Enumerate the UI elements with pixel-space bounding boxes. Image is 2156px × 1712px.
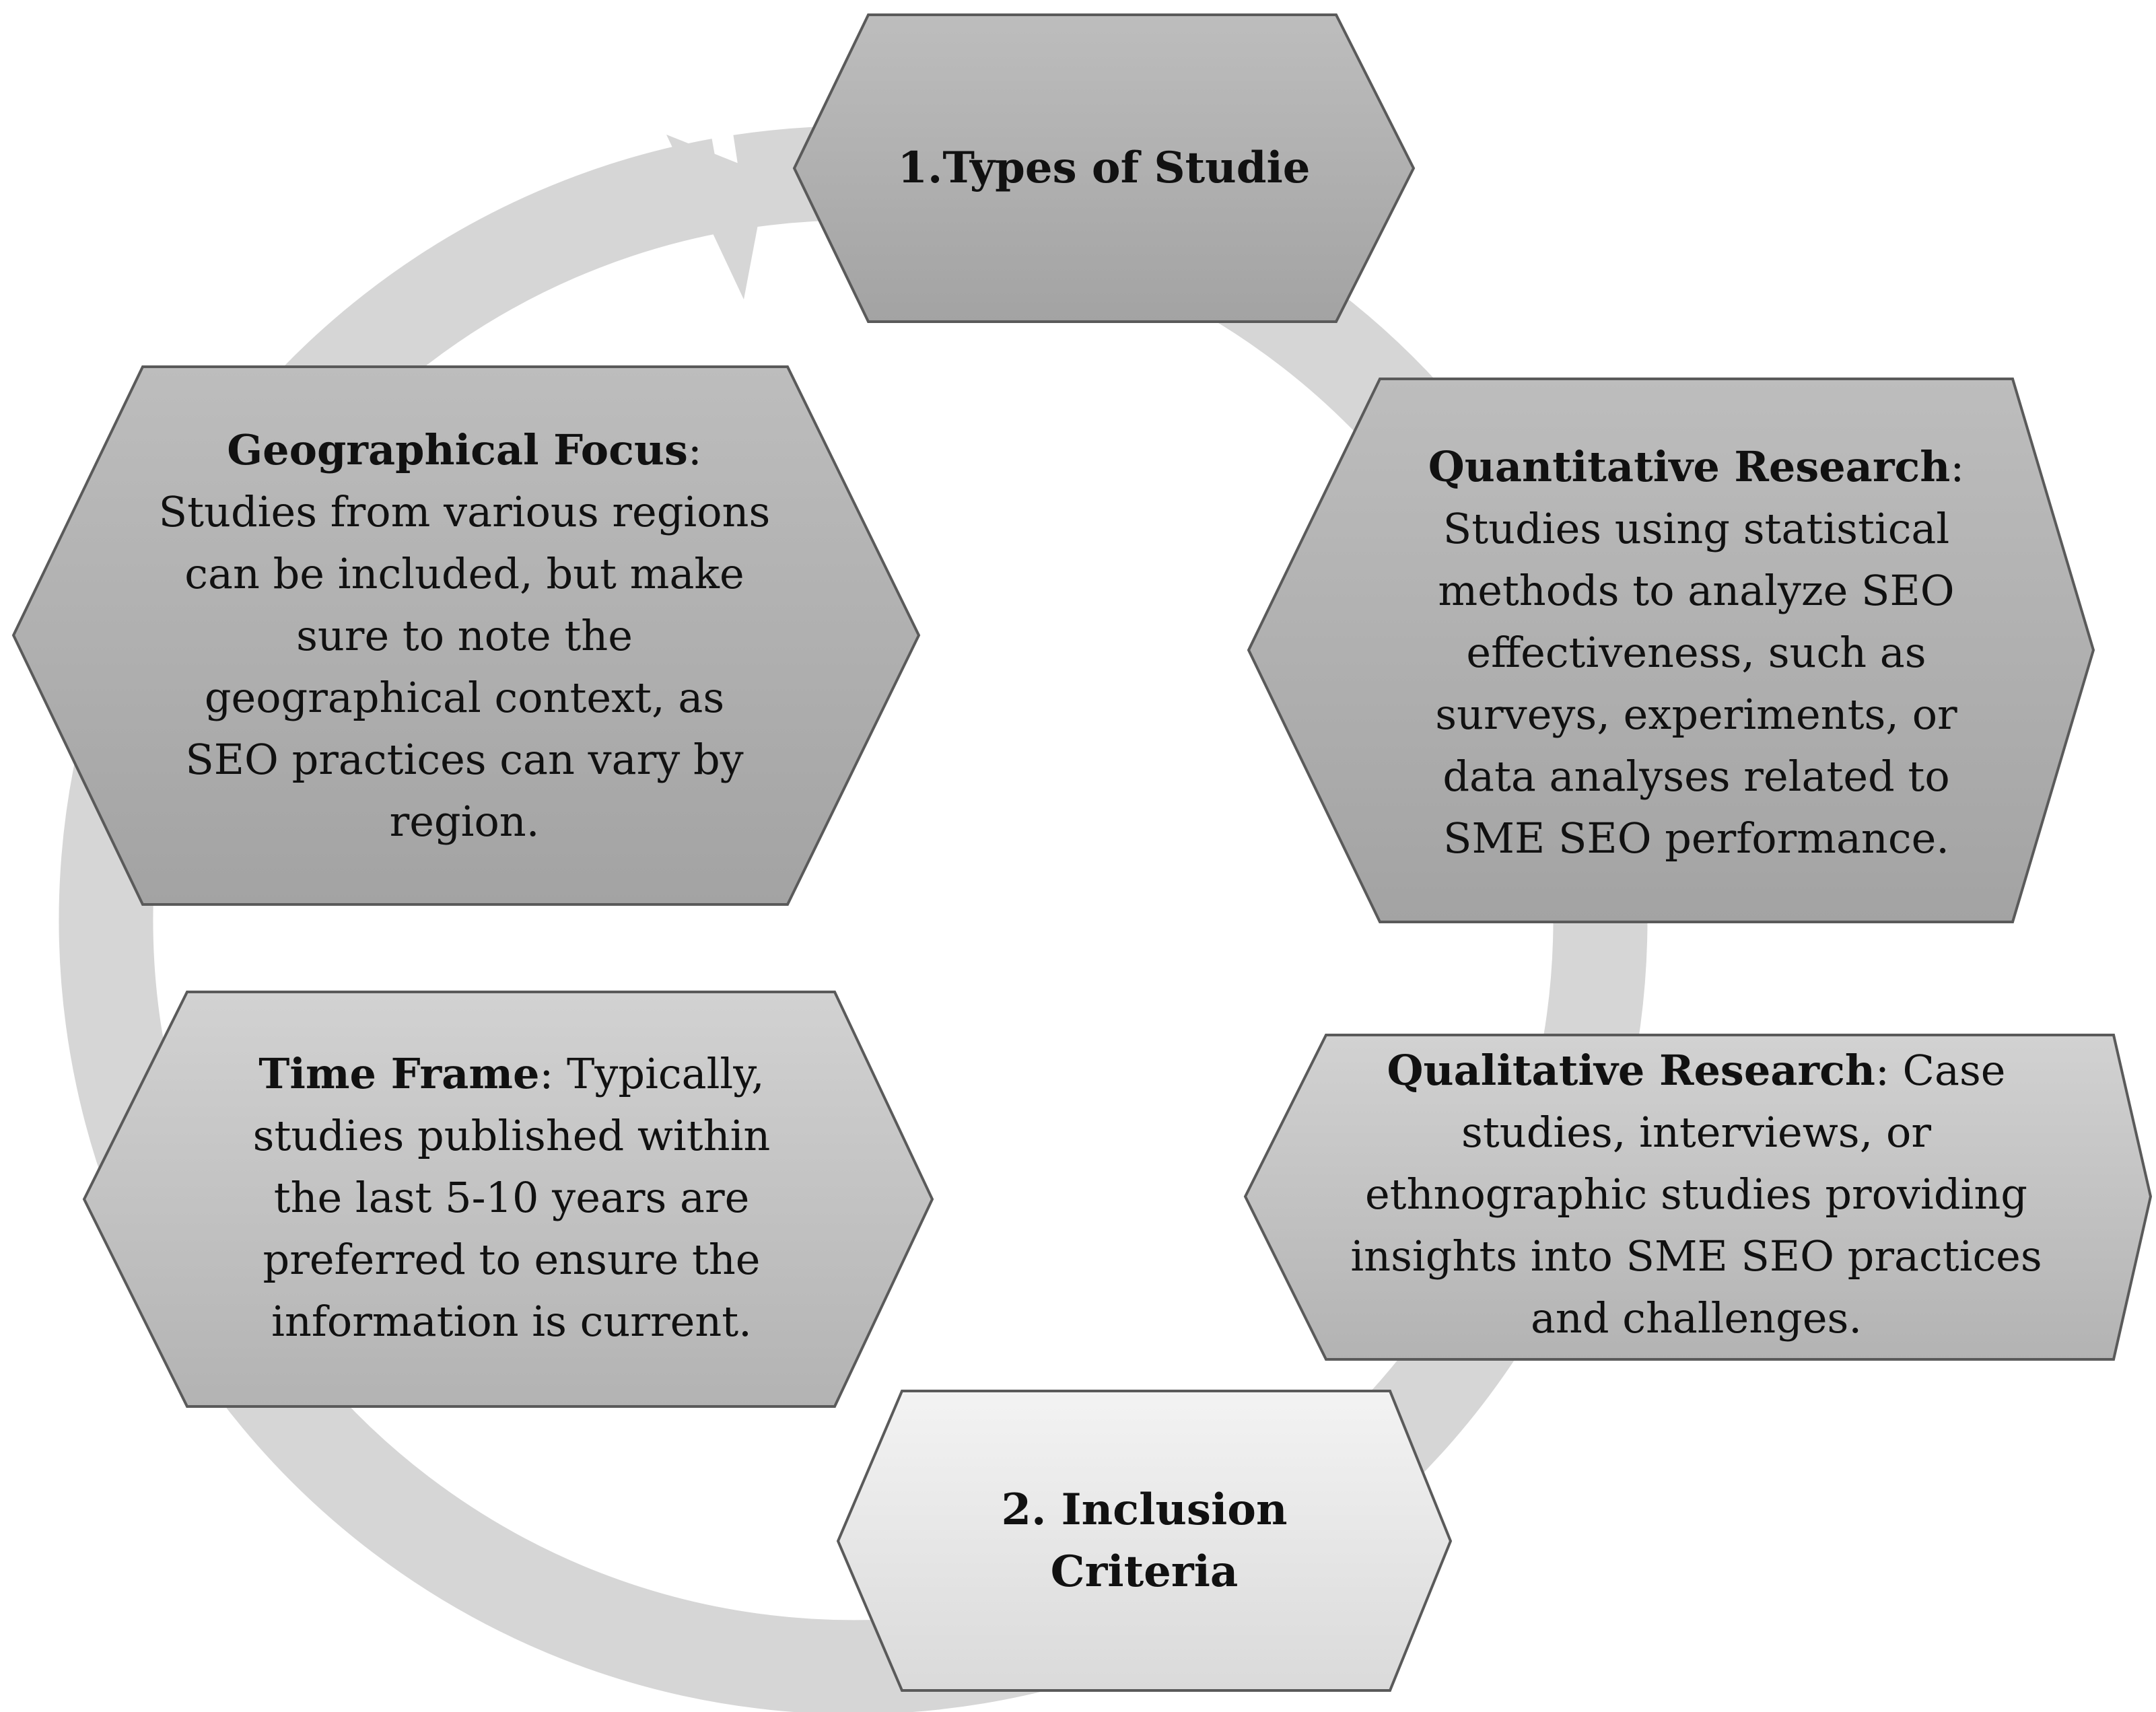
node-quantitative: Quantitative Research: Studies using sta… [1387, 417, 2006, 888]
node-timeframe-text: Time Frame: Typically, studies published… [215, 1043, 808, 1353]
node-geo: Geographical Focus: Studies from various… [148, 404, 781, 868]
node-quantitative-title: Quantitative Research [1428, 442, 1951, 491]
hex-geo [11, 365, 921, 906]
node-types-title: 1.Types of Studie [897, 143, 1311, 193]
node-inclusion-title: 2. Inclusion Criteria [1001, 1485, 1288, 1597]
node-qualitative-body: Case studies, interviews, or ethnographi… [1350, 1046, 2042, 1343]
hex-qualitative [1243, 1034, 2153, 1361]
hex-timeframe [82, 991, 934, 1408]
hex-inclusion [836, 1390, 1453, 1692]
hex-quantitative [1247, 378, 2095, 923]
node-qualitative-text: Qualitative Research: Case studies, inte… [1333, 1040, 2060, 1349]
node-geo-title: Geographical Focus [227, 425, 688, 474]
node-geo-body: Studies from various regions can be incl… [158, 487, 771, 846]
node-geo-text: Geographical Focus: Studies from various… [155, 419, 774, 853]
node-qualitative-title: Qualitative Research [1387, 1046, 1875, 1095]
node-timeframe-body: Typically, studies published within the … [252, 1049, 771, 1346]
node-inclusion: 2. Inclusion Criteria [942, 1413, 1346, 1669]
node-timeframe-title: Time Frame [258, 1049, 540, 1098]
node-qualitative-separator: : [1875, 1046, 1889, 1095]
node-quantitative-text: Quantitative Research: Studies using sta… [1393, 436, 1999, 869]
node-timeframe: Time Frame: Typically, studies published… [202, 1023, 821, 1373]
hex-types [792, 13, 1416, 323]
node-types: 1.Types of Studie [828, 40, 1380, 296]
ring-arrowhead [666, 135, 767, 299]
node-geo-separator: : [687, 425, 702, 474]
node-quantitative-body: Studies using statistical methods to ana… [1435, 504, 1957, 863]
node-timeframe-separator: : [539, 1049, 554, 1098]
node-quantitative-separator: : [1950, 442, 1965, 491]
node-qualitative: Qualitative Research: Case studies, inte… [1319, 1036, 2073, 1353]
